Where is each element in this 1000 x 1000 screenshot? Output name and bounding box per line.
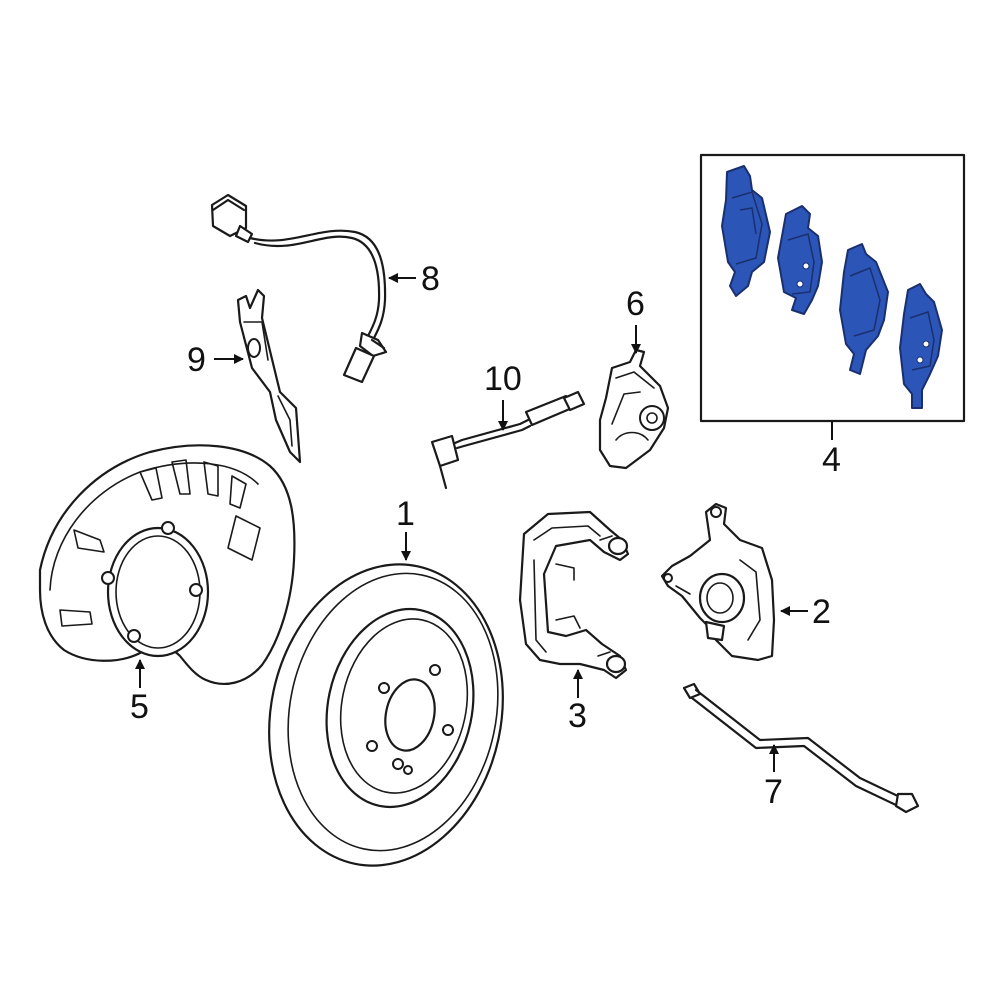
sensor-bracket[interactable] [236, 288, 302, 464]
callout-8: 8 [388, 260, 440, 298]
callout-8-label: 8 [421, 260, 440, 298]
callout-10-label: 10 [484, 360, 522, 398]
callout-2-label: 2 [812, 593, 831, 631]
callout-3: 3 [568, 669, 587, 735]
callout-6: 6 [626, 285, 645, 354]
callout-7: 7 [764, 744, 783, 811]
wheel-speed-sensor[interactable] [210, 193, 388, 384]
brake-pad-1 [721, 165, 771, 297]
caliper-carrier[interactable] [518, 510, 630, 680]
brake-pad-2 [777, 205, 823, 315]
brake-pad-4 [899, 283, 943, 409]
callout-9-label: 9 [187, 341, 206, 379]
caliper-housing[interactable] [598, 348, 670, 470]
callout-1: 1 [396, 495, 415, 561]
brake-rotor[interactable] [242, 542, 530, 887]
callout-5: 5 [130, 659, 149, 726]
callout-5-label: 5 [130, 688, 149, 726]
splash-shield[interactable] [38, 444, 296, 685]
callout-10: 10 [484, 360, 522, 431]
callout-4-label: 4 [822, 441, 841, 479]
callout-4: 4 [822, 421, 841, 479]
pad-wear-sensor[interactable] [430, 390, 586, 490]
brake-pad-3 [839, 243, 889, 375]
callout-6-label: 6 [626, 285, 645, 323]
callout-1-label: 1 [396, 495, 415, 533]
brake-hose[interactable] [682, 682, 920, 814]
callout-3-label: 3 [568, 697, 587, 735]
callout-2: 2 [780, 593, 831, 631]
brake-caliper[interactable] [660, 502, 776, 662]
callout-7-label: 7 [764, 773, 783, 811]
callout-9: 9 [187, 341, 244, 379]
brake-pad-set[interactable] [699, 153, 966, 423]
